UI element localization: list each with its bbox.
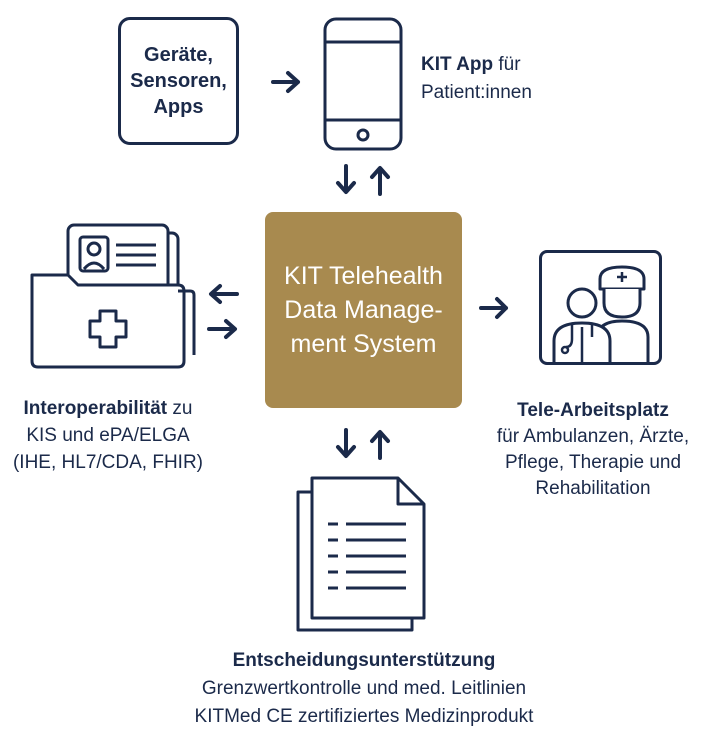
devices-box: Geräte, Sensoren, Apps xyxy=(118,17,239,145)
arrow-right-icon xyxy=(271,71,300,93)
interop-line: (IHE, HL7/CDA, FHIR) xyxy=(12,452,204,473)
tele-workplace-box xyxy=(539,250,662,365)
decision-line: Grenzwertkontrolle und med. Leitlinien xyxy=(201,678,527,699)
tele-line: Pflege, Therapie und xyxy=(504,452,682,473)
devices-label: Geräte, Sensoren, Apps xyxy=(130,44,227,118)
tele-title: Tele-Arbeitsplatz xyxy=(517,400,669,421)
arrow-right-icon xyxy=(479,297,508,319)
arrow-left-icon xyxy=(209,284,239,304)
document-stack-icon xyxy=(296,476,426,632)
decision-title: Entscheidungsunterstützung xyxy=(232,650,496,671)
arrow-down-icon xyxy=(336,164,356,194)
interop-line: KIS und ePA/ELGA xyxy=(26,425,190,446)
arrow-right-icon xyxy=(207,319,237,339)
arrow-down-icon xyxy=(336,428,356,458)
tele-line: für Ambulanzen, Ärzte, xyxy=(496,426,690,447)
central-system-label: KIT Telehealth Data Manage- ment System xyxy=(284,262,443,358)
app-subtitle: Patient:innen xyxy=(421,82,532,103)
medical-folder-icon xyxy=(30,223,196,369)
central-system-box: KIT Telehealth Data Manage- ment System xyxy=(265,212,462,408)
smartphone-icon xyxy=(323,17,403,151)
doctor-nurse-icon xyxy=(552,265,650,362)
arrow-up-icon xyxy=(370,430,390,460)
interop-title: Interoperabilität zu xyxy=(23,398,193,419)
decision-line: KITMed CE zertifiziertes Medizinprodukt xyxy=(194,706,534,727)
app-title: KIT App für xyxy=(421,54,521,75)
tele-line: Rehabilitation xyxy=(535,478,651,499)
arrow-up-icon xyxy=(370,166,390,196)
